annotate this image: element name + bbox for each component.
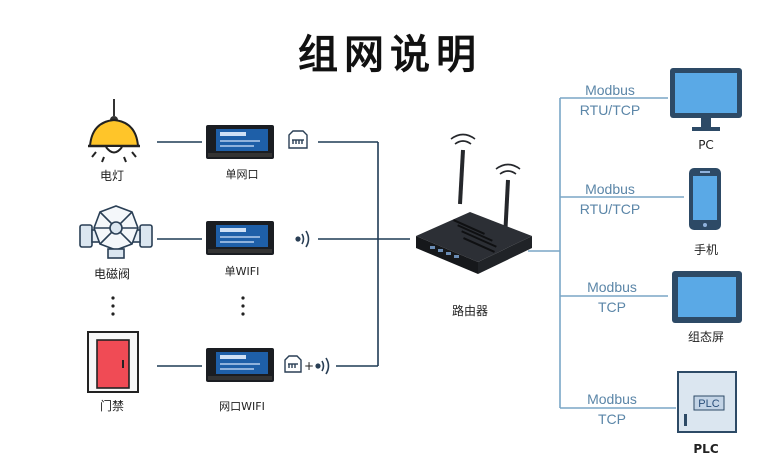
protocol-label-hmi-1: Modbus <box>587 279 637 295</box>
mobile-phone-icon <box>689 168 721 230</box>
protocol-label-pc-1: Modbus <box>585 82 635 98</box>
valve-label: 电磁阀 <box>94 266 130 281</box>
solenoid-valve-icon <box>79 205 153 259</box>
page-title: 组网说明 <box>298 32 482 78</box>
protocol-label-phone-2: RTU/TCP <box>580 201 640 217</box>
wifi-signal-icon <box>295 230 310 248</box>
router-label: 路由器 <box>452 303 488 318</box>
ellipsis-dots-modules <box>241 296 245 316</box>
protocol-label-hmi-2: TCP <box>598 299 626 315</box>
protocol-label-plc-1: Modbus <box>587 391 637 407</box>
phone-label: 手机 <box>694 243 718 257</box>
pc-label: PC <box>698 138 714 152</box>
right-connection-lines <box>528 97 684 409</box>
network-module-1 <box>206 125 274 159</box>
module-1-label: 单网口 <box>226 168 259 181</box>
access-door-icon <box>87 331 139 393</box>
module-3-label: 网口WIFI <box>219 400 265 413</box>
protocol-label-plc-2: TCP <box>598 411 626 427</box>
plc-label: PLC <box>693 442 718 456</box>
router-icon <box>416 133 532 274</box>
ellipsis-dots-devices <box>111 296 115 316</box>
lamp-icon <box>88 99 140 163</box>
plus-sign: + <box>304 359 314 373</box>
ethernet-port-icon <box>284 355 302 373</box>
plc-screen-text: PLC <box>698 398 719 410</box>
hmi-screen-icon <box>672 271 742 323</box>
lamp-label: 电灯 <box>100 169 124 183</box>
left-connection-lines <box>157 141 410 367</box>
door-label: 门禁 <box>100 398 124 413</box>
module-2-label: 单WIFI <box>225 265 260 278</box>
wifi-signal-icon <box>315 357 330 375</box>
network-module-2 <box>206 221 274 255</box>
protocol-label-phone-1: Modbus <box>585 181 635 197</box>
pc-monitor-icon <box>670 68 742 131</box>
protocol-label-pc-2: RTU/TCP <box>580 102 640 118</box>
plc-icon <box>677 371 737 433</box>
network-module-3 <box>206 348 274 382</box>
ethernet-port-icon <box>288 130 308 149</box>
hmi-label: 组态屏 <box>688 330 724 344</box>
